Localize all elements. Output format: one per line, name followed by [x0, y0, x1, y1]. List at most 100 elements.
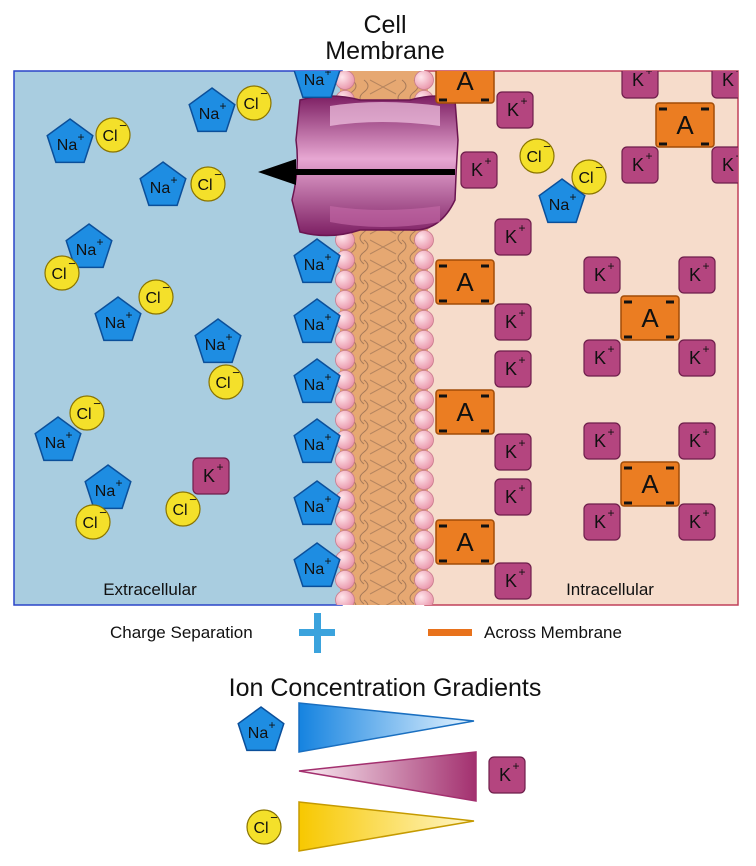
svg-text:K: K: [203, 466, 215, 486]
svg-text:+: +: [518, 306, 525, 320]
lipid-head: [414, 550, 434, 570]
potassium-ion: K+: [678, 422, 716, 460]
lipid-head: [335, 470, 355, 490]
lipid-head: [414, 250, 434, 270]
potassium-ion: K+: [583, 256, 621, 294]
svg-text:A: A: [676, 110, 694, 140]
svg-text:+: +: [96, 235, 103, 249]
lipid-head: [414, 590, 434, 605]
potassium-ion: K+: [494, 478, 532, 516]
svg-text:+: +: [324, 554, 331, 568]
potassium-ion: K+: [494, 433, 532, 471]
lipid-head: [335, 510, 355, 530]
svg-text:+: +: [518, 221, 525, 235]
potassium-gradient: [298, 751, 477, 802]
svg-text:K: K: [689, 431, 701, 451]
svg-text:Na: Na: [304, 499, 325, 516]
svg-text:Na: Na: [304, 437, 325, 454]
potassium-ion: K+: [711, 71, 738, 99]
svg-text:Cl: Cl: [172, 502, 187, 519]
svg-text:−: −: [162, 280, 170, 295]
chloride-ion: Cl−: [236, 85, 272, 121]
svg-text:+: +: [607, 259, 614, 273]
potassium-ion: K+: [678, 256, 716, 294]
svg-text:K: K: [594, 512, 606, 532]
svg-text:K: K: [594, 265, 606, 285]
sodium-ion: Na+: [139, 161, 187, 207]
svg-text:Na: Na: [150, 180, 171, 197]
potassium-ion: K+: [583, 503, 621, 541]
sodium-ion: Na+: [293, 480, 341, 526]
potassium-ion: K+: [711, 146, 742, 184]
svg-text:K: K: [632, 70, 644, 90]
lipid-head: [414, 410, 434, 430]
lipid-head: [335, 590, 355, 605]
lipid-head: [335, 350, 355, 370]
svg-text:A: A: [456, 267, 474, 297]
svg-text:Cl: Cl: [145, 290, 160, 307]
svg-text:+: +: [702, 425, 709, 439]
svg-text:Cl: Cl: [102, 128, 117, 145]
extracellular-label: Extracellular: [103, 580, 197, 599]
svg-text:+: +: [268, 718, 275, 732]
svg-text:+: +: [702, 259, 709, 273]
svg-text:+: +: [324, 492, 331, 506]
potassium-ion: K+: [678, 503, 716, 541]
svg-text:K: K: [594, 431, 606, 451]
minus-marker: [428, 629, 472, 636]
lipid-head: [414, 330, 434, 350]
membrane-title-line1: Cell: [363, 11, 407, 39]
svg-text:−: −: [93, 396, 101, 411]
svg-text:Na: Na: [105, 315, 126, 332]
svg-text:K: K: [689, 512, 701, 532]
svg-text:+: +: [324, 370, 331, 384]
lipid-head: [335, 270, 355, 290]
svg-text:K: K: [505, 487, 517, 507]
svg-text:−: −: [68, 256, 76, 271]
svg-text:+: +: [219, 99, 226, 113]
svg-text:Na: Na: [549, 197, 570, 214]
sodium-ion: Na+: [34, 416, 82, 462]
svg-text:−: −: [119, 118, 127, 133]
sodium-ion: Na+: [293, 418, 341, 464]
svg-text:Na: Na: [304, 561, 325, 578]
svg-text:K: K: [689, 265, 701, 285]
sodium-ion: Na+: [46, 118, 94, 164]
potassium-ion: K+: [460, 151, 498, 189]
lipid-head: [335, 410, 355, 430]
svg-text:+: +: [170, 173, 177, 187]
charge-separation-label: Charge Separation: [110, 623, 253, 642]
svg-text:K: K: [505, 227, 517, 247]
svg-text:Cl: Cl: [526, 149, 541, 166]
svg-text:−: −: [99, 505, 107, 520]
lipid-head: [414, 71, 434, 90]
svg-text:Cl: Cl: [578, 170, 593, 187]
sodium-gradient: [298, 702, 475, 753]
svg-text:Na: Na: [95, 483, 116, 500]
svg-text:+: +: [324, 250, 331, 264]
lipid-head: [414, 390, 434, 410]
svg-text:+: +: [484, 154, 491, 168]
potassium-ion: K+: [678, 339, 716, 377]
sodium-ion: Na+: [293, 65, 341, 99]
svg-text:+: +: [115, 476, 122, 490]
lipid-head: [414, 530, 434, 550]
sodium-ion: Na+: [538, 178, 586, 224]
lipid-head: [414, 230, 434, 250]
chloride-ion: Cl−: [208, 364, 244, 400]
svg-text:A: A: [456, 66, 474, 96]
ion-channel: [291, 95, 459, 237]
k-efflux-arrow: [258, 159, 455, 185]
svg-text:+: +: [324, 65, 331, 79]
chloride-ion: Cl−: [519, 138, 555, 174]
svg-text:+: +: [324, 430, 331, 444]
svg-text:A: A: [641, 469, 659, 499]
lipid-head: [335, 450, 355, 470]
svg-text:+: +: [735, 149, 742, 163]
anion: A: [435, 519, 495, 565]
sodium-ion: Na+: [84, 464, 132, 510]
svg-text:−: −: [189, 492, 197, 507]
lipid-head: [335, 330, 355, 350]
lipid-head: [414, 430, 434, 450]
potassium-ion: K+: [583, 422, 621, 460]
